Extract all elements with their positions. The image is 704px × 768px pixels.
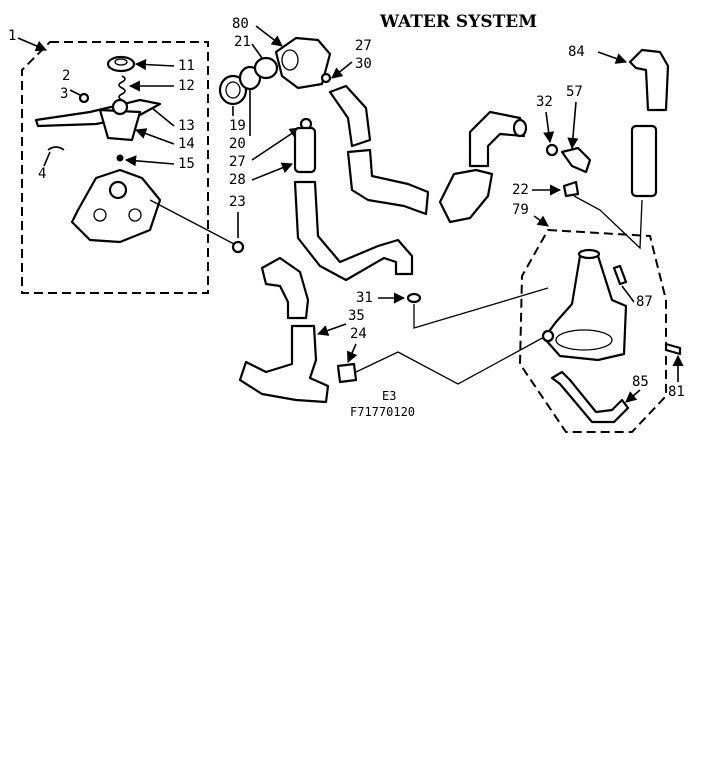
callout-81: 81 <box>668 384 685 400</box>
pump-spring <box>118 75 126 101</box>
callout-24: 24 <box>350 326 367 342</box>
callout-84: 84 <box>568 44 585 60</box>
hose-lower-elbow <box>260 256 310 320</box>
hose-upper-curve <box>468 110 526 168</box>
callout-79: 79 <box>512 202 529 218</box>
clip-87 <box>612 264 628 286</box>
callout-12: 12 <box>178 78 195 94</box>
figure-code: F71770120 <box>350 405 415 419</box>
callout-19: 19 <box>229 118 246 134</box>
clamp-31 <box>406 292 422 304</box>
hoses-group <box>231 48 670 404</box>
hose-28-lower <box>293 180 414 282</box>
reservoir-body <box>542 254 628 362</box>
pump-pulley <box>106 55 136 73</box>
hose-28-upper <box>293 126 317 174</box>
clamp-22 <box>562 180 580 198</box>
seal-ring-19 <box>218 74 248 106</box>
screw-81 <box>664 342 682 356</box>
pump-washer <box>116 154 124 162</box>
pump-group-boundary <box>21 41 209 294</box>
clamp-27-top <box>320 72 332 84</box>
callout-27a: 27 <box>355 38 372 54</box>
callout-2: 2 <box>62 68 70 84</box>
clamp-23 <box>231 240 245 254</box>
figure-section: E3 <box>382 389 396 403</box>
callout-57: 57 <box>566 84 583 100</box>
pump-clip <box>47 146 65 151</box>
callout-85: 85 <box>632 374 649 390</box>
callout-15: 15 <box>178 156 195 172</box>
hose-84-bottom <box>630 124 658 198</box>
callout-87: 87 <box>636 294 653 310</box>
callout-20: 20 <box>229 136 246 152</box>
clamp-32 <box>545 143 559 157</box>
callout-23: 23 <box>229 194 246 210</box>
clamp-24 <box>336 362 358 384</box>
hose-mid-curve <box>438 168 494 224</box>
callout-31: 31 <box>356 290 373 306</box>
callout-80: 80 <box>232 16 249 32</box>
callout-22: 22 <box>512 182 529 198</box>
reservoir-group-boundary <box>518 228 667 433</box>
callout-28: 28 <box>229 172 246 188</box>
reservoir-group <box>518 228 682 433</box>
hose-center-s <box>346 148 430 216</box>
callout-1: 1 <box>8 28 16 44</box>
pump-assembly-group <box>21 41 209 294</box>
callout-14: 14 <box>178 136 195 152</box>
callout-4: 4 <box>38 166 46 182</box>
callout-32: 32 <box>536 94 553 110</box>
hose-30 <box>328 84 372 148</box>
diagram-title: WATER SYSTEM <box>379 12 537 32</box>
callout-11: 11 <box>178 58 195 74</box>
seal-ring-21 <box>253 56 279 80</box>
callout-35: 35 <box>348 308 365 324</box>
callout-30: 30 <box>355 56 372 72</box>
callout-13: 13 <box>178 118 195 134</box>
inlet-housing-group <box>218 36 332 131</box>
pump-base <box>70 168 162 244</box>
tube-85 <box>550 370 630 424</box>
pump-lever-arm <box>34 98 162 128</box>
callout-21: 21 <box>234 34 251 50</box>
callout-27b: 27 <box>229 154 246 170</box>
hose-84-top <box>628 48 670 112</box>
hose-35 <box>238 324 330 404</box>
callout-3: 3 <box>60 86 68 102</box>
elbow-57 <box>560 146 592 174</box>
